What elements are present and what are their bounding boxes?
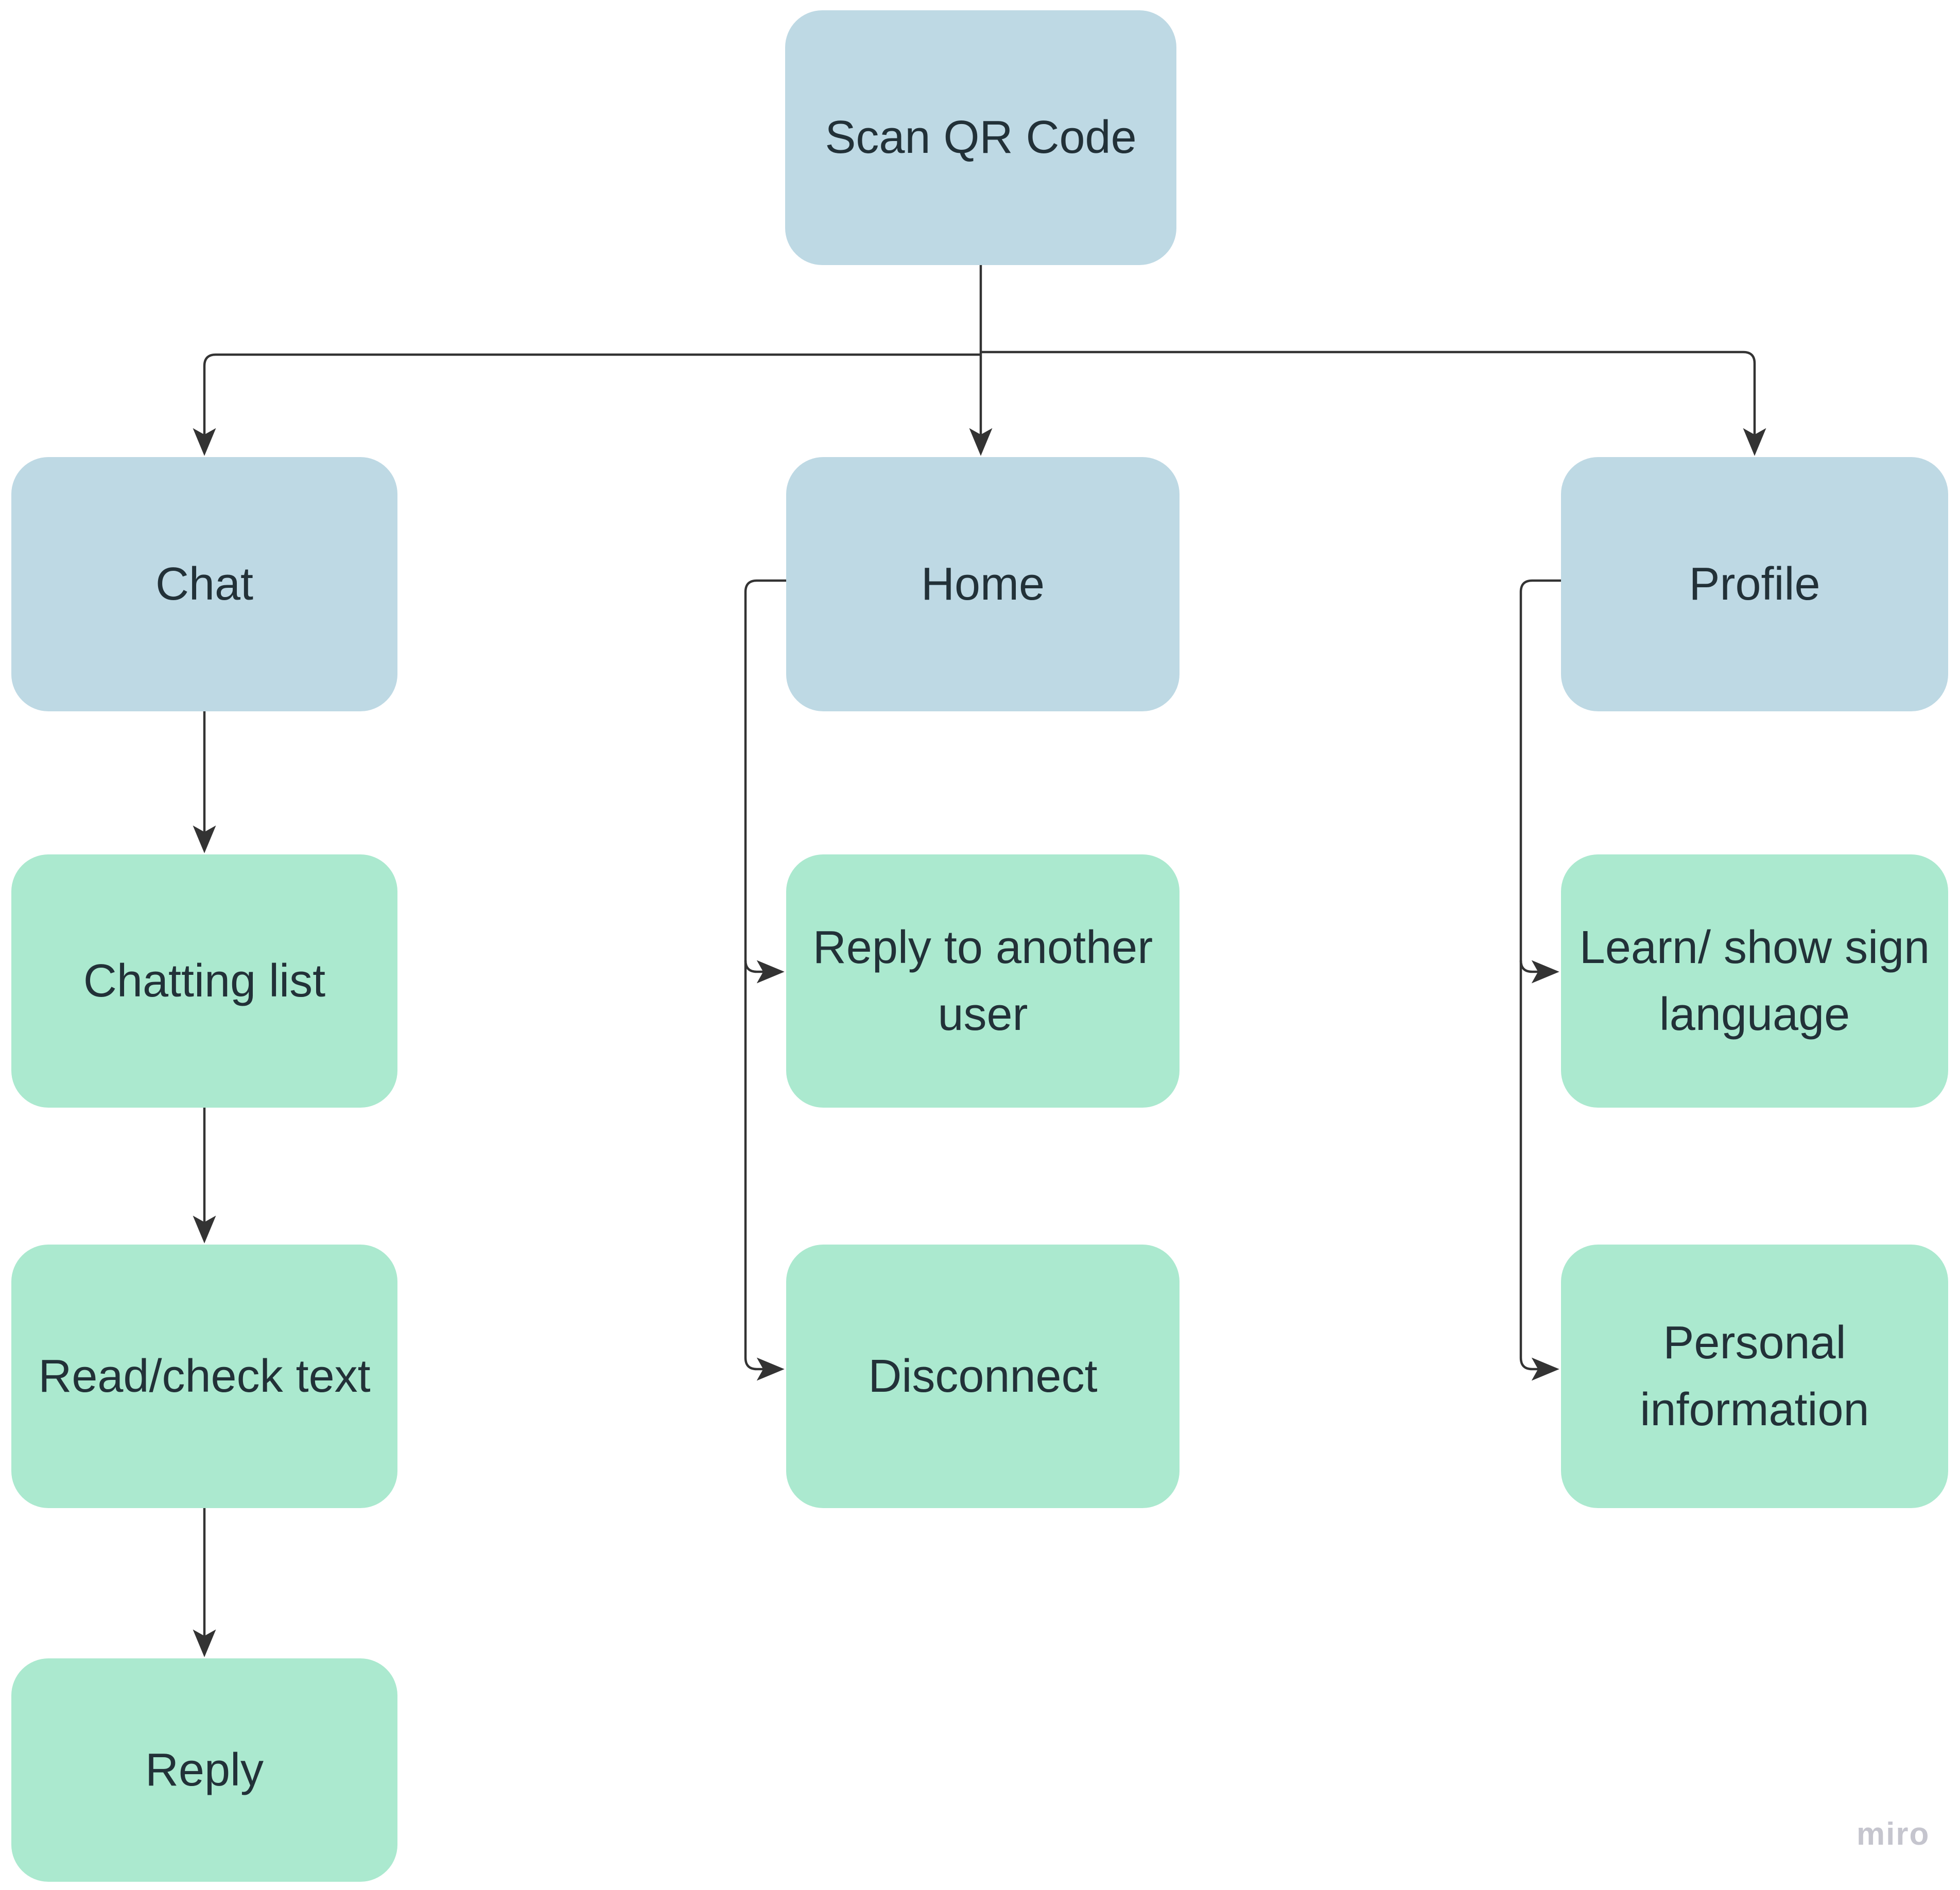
connector-profile-to-personal-information (1519, 579, 1561, 1381)
node-learn-show-sign-language-label: Learn/ show sign language (1579, 921, 1930, 1041)
node-personal-information[interactable]: Personal information (1561, 1245, 1948, 1508)
node-profile-label: Profile (1689, 558, 1820, 610)
node-read-check-text[interactable]: Read/check text (11, 1245, 397, 1508)
miro-watermark: miro (1857, 1816, 1930, 1852)
node-chat-label: Chat (155, 558, 254, 610)
connector-home-to-disconnect (744, 579, 786, 1381)
node-chat[interactable]: Chat (11, 457, 397, 711)
connector-profile-to-learn-show (1519, 960, 1559, 984)
node-reply-to-another-user-label: Reply to another user (812, 921, 1153, 1041)
node-reply-to-another-user[interactable]: Reply to another user (786, 854, 1180, 1108)
node-disconnect[interactable]: Disconnect (786, 1245, 1180, 1508)
node-read-check-text-label: Read/check text (38, 1350, 371, 1402)
node-home[interactable]: Home (786, 457, 1180, 711)
node-reply-label: Reply (145, 1744, 264, 1796)
node-chatting-list-label: Chatting list (83, 955, 326, 1007)
node-scan-qr-code[interactable]: Scan QR Code (785, 10, 1176, 265)
connector-scanqr-to-profile (981, 351, 1766, 456)
connector-scanqr-to-chat (193, 353, 981, 456)
node-disconnect-label: Disconnect (868, 1350, 1098, 1402)
node-learn-show-sign-language[interactable]: Learn/ show sign language (1561, 854, 1948, 1108)
node-home-label: Home (921, 558, 1045, 610)
connector-home-to-reply-another-user (744, 960, 785, 984)
node-chatting-list[interactable]: Chatting list (11, 854, 397, 1108)
node-reply[interactable]: Reply (11, 1658, 397, 1882)
node-personal-information-label: Personal information (1640, 1317, 1869, 1436)
node-scan-qr-code-label: Scan QR Code (825, 112, 1137, 164)
node-profile[interactable]: Profile (1561, 457, 1948, 711)
